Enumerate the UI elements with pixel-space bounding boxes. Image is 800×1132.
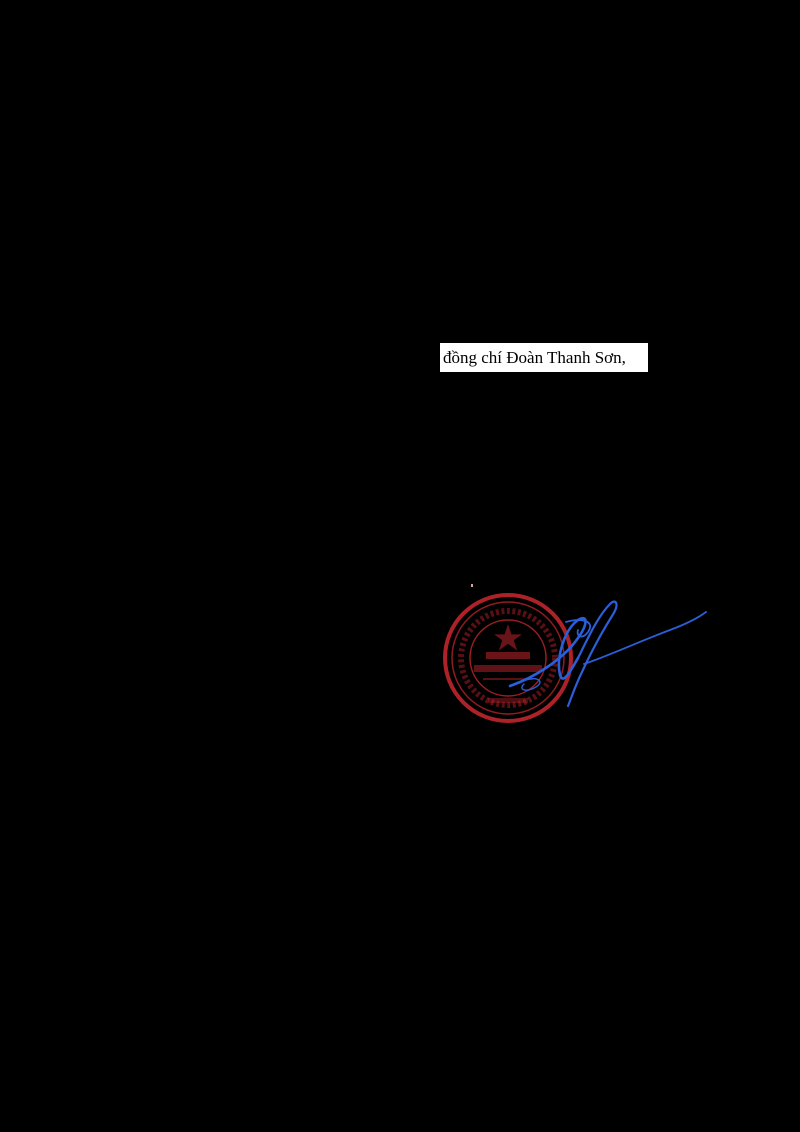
seal-and-signature (438, 580, 713, 730)
handwritten-signature-icon (508, 600, 707, 708)
recipient-name-text: đồng chí Đoàn Thanh Sơn, (440, 343, 648, 372)
seal-signature-graphic (443, 593, 707, 723)
stamp-ink-speck (471, 584, 473, 587)
official-seal-icon (443, 593, 573, 723)
